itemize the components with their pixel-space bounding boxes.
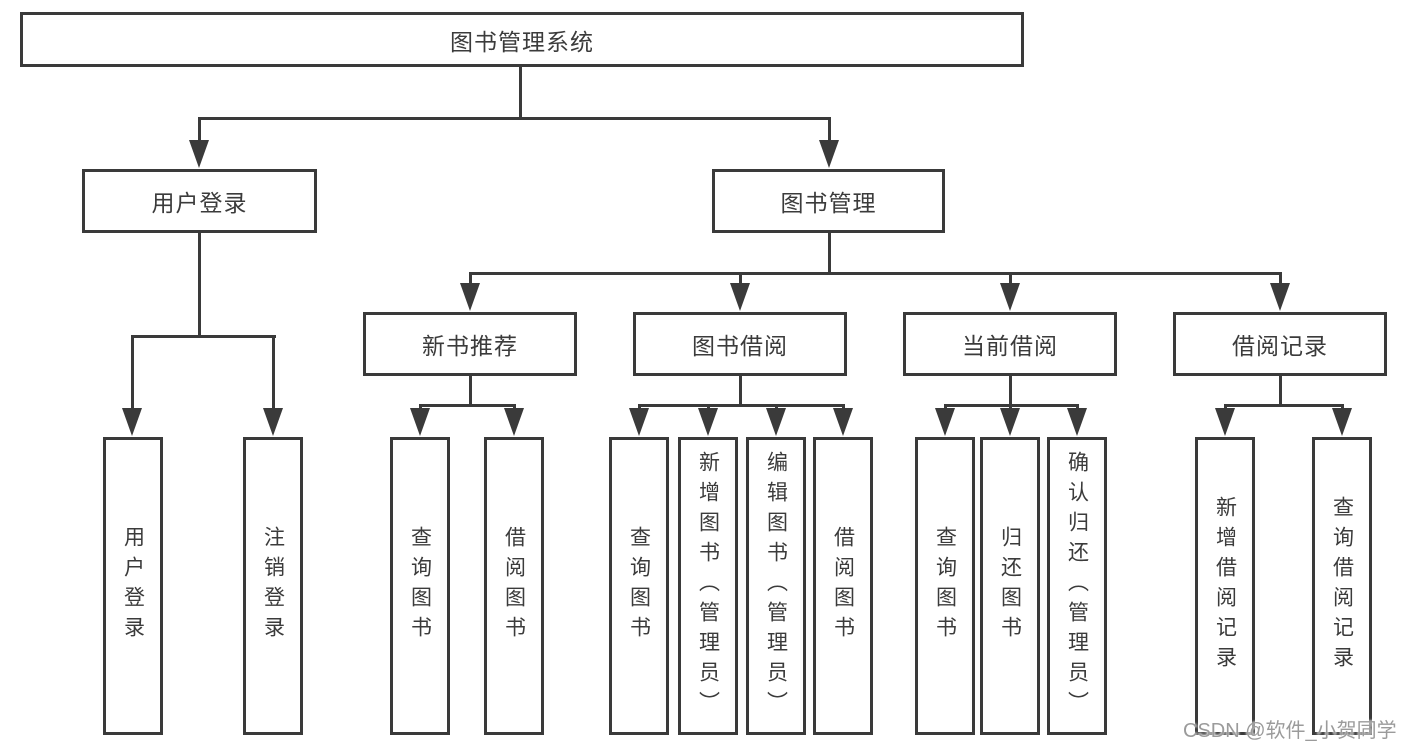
node-borrowing-records-label: 借阅记录: [1232, 333, 1328, 359]
connector-line: [638, 404, 845, 407]
node-new-book-recommend-label: 新书推荐: [422, 333, 518, 359]
connector-arrowhead-icon: [122, 408, 142, 436]
connector-line: [739, 376, 742, 406]
leaf-borrow-books-label: 借阅图书: [831, 526, 855, 646]
node-book-management-label: 图书管理: [780, 190, 877, 216]
leaf-edit-books-admin-label: 编辑图书（管理员）: [764, 451, 788, 721]
node-root: 图书管理系统: [20, 12, 1024, 67]
node-new-book-recommend: 新书推荐: [363, 312, 577, 376]
node-borrowing-records: 借阅记录: [1173, 312, 1387, 376]
watermark: CSDN @软件_小贺同学: [1183, 720, 1397, 742]
connector-arrowhead-icon: [263, 408, 283, 436]
node-current-borrowing: 当前借阅: [903, 312, 1117, 376]
connector-line: [1224, 404, 1344, 407]
connector-arrowhead-icon: [1270, 283, 1290, 311]
connector-line: [131, 336, 134, 410]
connector-line: [1009, 376, 1012, 406]
connector-arrowhead-icon: [629, 408, 649, 436]
connector-arrowhead-icon: [189, 140, 209, 168]
leaf-add-books-admin: 新增图书（管理员）: [678, 437, 738, 735]
connector-arrowhead-icon: [698, 408, 718, 436]
leaf-borrow-books-recommend: 借阅图书: [484, 437, 544, 735]
leaf-query-books-recommend: 查询图书: [390, 437, 450, 735]
node-current-borrowing-label: 当前借阅: [962, 333, 1058, 359]
leaf-query-borrow-record: 查询借阅记录: [1312, 437, 1372, 735]
connector-line: [1009, 274, 1012, 285]
leaf-return-books-label: 归还图书: [998, 526, 1022, 646]
connector-line: [198, 118, 201, 142]
leaf-query-books-current-label: 查询图书: [933, 526, 957, 646]
leaf-query-books-recommend-label: 查询图书: [408, 526, 432, 646]
node-root-label: 图书管理系统: [450, 28, 594, 55]
connector-line: [469, 272, 1282, 275]
connector-line: [828, 233, 831, 274]
leaf-query-books-current: 查询图书: [915, 437, 975, 735]
leaf-borrow-books: 借阅图书: [813, 437, 873, 735]
leaf-query-borrow-record-label: 查询借阅记录: [1330, 496, 1354, 676]
connector-line: [469, 274, 472, 285]
connector-line: [828, 118, 831, 142]
leaf-add-borrow-record-label: 新增借阅记录: [1213, 496, 1237, 676]
connector-line: [519, 67, 522, 119]
leaf-return-books: 归还图书: [980, 437, 1040, 735]
connector-arrowhead-icon: [504, 408, 524, 436]
leaf-edit-books-admin: 编辑图书（管理员）: [746, 437, 806, 735]
connector-line: [131, 335, 276, 338]
connector-line: [739, 274, 742, 285]
leaf-add-borrow-record: 新增借阅记录: [1195, 437, 1255, 735]
connector-line: [469, 376, 472, 406]
connector-arrowhead-icon: [1215, 408, 1235, 436]
connector-arrowhead-icon: [833, 408, 853, 436]
connector-arrowhead-icon: [460, 283, 480, 311]
node-user-login-label: 用户登录: [151, 190, 248, 216]
leaf-query-books-borrowing-label: 查询图书: [627, 526, 651, 646]
connector-line: [198, 233, 201, 337]
connector-line: [1279, 376, 1282, 406]
connector-arrowhead-icon: [935, 408, 955, 436]
connector-arrowhead-icon: [410, 408, 430, 436]
node-book-borrowing-label: 图书借阅: [692, 333, 788, 359]
node-book-borrowing: 图书借阅: [633, 312, 847, 376]
node-book-management: 图书管理: [712, 169, 945, 233]
leaf-user-login: 用户登录: [103, 437, 163, 735]
connector-arrowhead-icon: [730, 283, 750, 311]
connector-arrowhead-icon: [1332, 408, 1352, 436]
connector-line: [944, 404, 1079, 407]
connector-arrowhead-icon: [766, 408, 786, 436]
leaf-query-books-borrowing: 查询图书: [609, 437, 669, 735]
connector-arrowhead-icon: [1067, 408, 1087, 436]
node-user-login: 用户登录: [82, 169, 317, 233]
connector-line: [1279, 274, 1282, 285]
connector-arrowhead-icon: [1000, 408, 1020, 436]
leaf-user-login-label: 用户登录: [121, 526, 145, 646]
leaf-logout-label: 注销登录: [261, 526, 285, 646]
leaf-logout: 注销登录: [243, 437, 303, 735]
connector-line: [198, 117, 831, 120]
leaf-add-books-admin-label: 新增图书（管理员）: [696, 451, 720, 721]
leaf-confirm-return-admin-label: 确认归还（管理员）: [1065, 451, 1089, 721]
leaf-confirm-return-admin: 确认归还（管理员）: [1047, 437, 1107, 735]
leaf-borrow-books-recommend-label: 借阅图书: [502, 526, 526, 646]
connector-line: [272, 336, 275, 410]
connector-arrowhead-icon: [1000, 283, 1020, 311]
connector-line: [419, 404, 516, 407]
connector-arrowhead-icon: [819, 140, 839, 168]
